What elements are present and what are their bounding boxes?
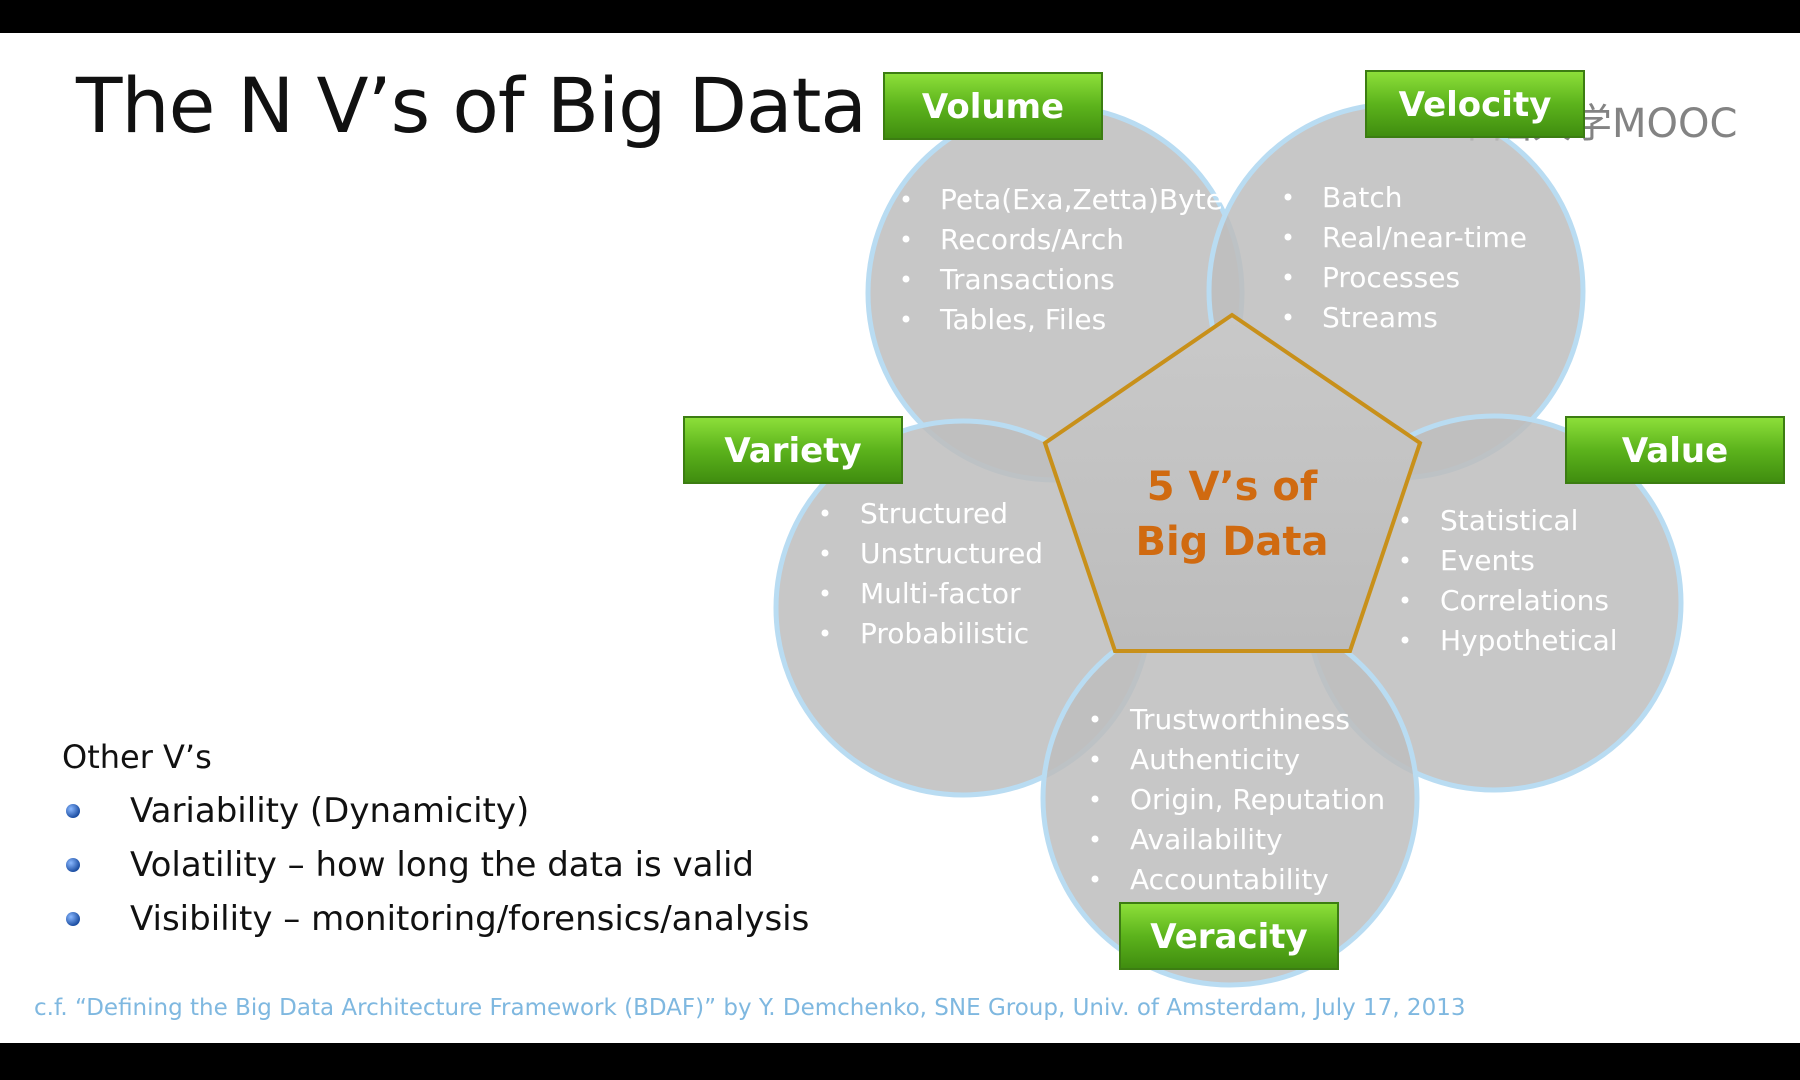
value-tag-box xyxy=(1565,416,1785,484)
slide-title: The N V’s of Big Data xyxy=(76,61,867,150)
value-item: Statistical xyxy=(1440,504,1578,537)
volume-tag-label: Volume xyxy=(922,87,1064,127)
other-v-text: Visibility – monitoring/forensics/analys… xyxy=(130,899,810,939)
volume-tag: Volume xyxy=(883,72,1103,140)
bullet-icon xyxy=(66,912,80,926)
velocity-tag-label: Velocity xyxy=(1399,85,1552,125)
list-bullet xyxy=(1091,875,1099,883)
list-bullet xyxy=(821,509,829,517)
list-bullet xyxy=(821,549,829,557)
citation: c.f. “Defining the Big Data Architecture… xyxy=(34,995,1466,1021)
list-bullet xyxy=(1284,233,1292,241)
variety-tag: Variety xyxy=(683,416,903,484)
variety-item: Unstructured xyxy=(860,537,1043,570)
variety-item: Structured xyxy=(860,497,1008,530)
list-bullet xyxy=(1401,636,1409,644)
veracity-item: Accountability xyxy=(1130,863,1329,896)
five-vs-diagram: 5 V’s of Big Data Peta(Exa,Zetta)Byte Re… xyxy=(683,70,1785,988)
volume-tag-box xyxy=(883,72,1103,140)
veracity-item: Authenticity xyxy=(1130,743,1300,776)
list-bullet xyxy=(902,195,910,203)
list-bullet xyxy=(1284,313,1292,321)
volume-item: Tables, Files xyxy=(939,303,1106,336)
list-bullet xyxy=(1091,835,1099,843)
center-pentagon xyxy=(1042,312,1423,653)
list-bullet xyxy=(1401,596,1409,604)
list-bullet xyxy=(1401,516,1409,524)
bullet-icon xyxy=(66,804,80,818)
list-bullet xyxy=(821,629,829,637)
other-vs-heading: Other V’s xyxy=(62,738,212,776)
volume-list: Peta(Exa,Zetta)Byte Records/Arch Transac… xyxy=(902,183,1223,336)
other-v-text: Variability (Dynamicity) xyxy=(130,791,530,831)
value-list: Statistical Events Correlations Hypothet… xyxy=(1401,504,1618,657)
list-bullet xyxy=(1401,556,1409,564)
value-item: Events xyxy=(1440,544,1535,577)
variety-tag-label: Variety xyxy=(724,431,861,471)
volume-item: Records/Arch xyxy=(940,223,1124,256)
list-bullet xyxy=(902,275,910,283)
value-tag-label: Value xyxy=(1622,431,1728,471)
value-tag: Value xyxy=(1565,416,1785,484)
list-bullet xyxy=(902,315,910,323)
velocity-list: Batch Real/near-time Processes Streams xyxy=(1284,181,1527,334)
value-item: Correlations xyxy=(1440,584,1609,617)
bullet-icon xyxy=(66,858,80,872)
slide: The N V’s of Big Data 中国大学MOOC 5 V’s of … xyxy=(0,33,1800,1043)
list-bullet xyxy=(821,589,829,597)
velocity-item: Streams xyxy=(1322,301,1438,334)
veracity-tag-box xyxy=(1119,902,1339,970)
list-bullet xyxy=(1284,273,1292,281)
velocity-item: Processes xyxy=(1322,261,1460,294)
list-bullet xyxy=(902,235,910,243)
veracity-item: Availability xyxy=(1130,823,1283,856)
velocity-item: Batch xyxy=(1322,181,1403,214)
velocity-item: Real/near-time xyxy=(1322,221,1527,254)
velocity-tag: Velocity xyxy=(1365,70,1585,138)
veracity-tag: Veracity xyxy=(1119,902,1339,970)
list-bullet xyxy=(1091,755,1099,763)
variety-list: Structured Unstructured Multi-factor Pro… xyxy=(821,497,1043,650)
list-bullet xyxy=(1091,715,1099,723)
other-v-text: Volatility – how long the data is valid xyxy=(130,845,754,885)
list-bullet xyxy=(1091,795,1099,803)
center-title-line1: 5 V’s of xyxy=(1147,464,1318,510)
veracity-tag-label: Veracity xyxy=(1150,917,1307,957)
velocity-tag-box xyxy=(1365,70,1585,138)
value-item: Hypothetical xyxy=(1440,624,1618,657)
variety-tag-box xyxy=(683,416,903,484)
veracity-item: Origin, Reputation xyxy=(1130,783,1385,816)
center-title-line2: Big Data xyxy=(1135,519,1328,565)
volume-item: Peta(Exa,Zetta)Byte xyxy=(940,183,1223,216)
variety-item: Probabilistic xyxy=(860,617,1029,650)
veracity-item: Trustworthiness xyxy=(1129,703,1350,736)
volume-item: Transactions xyxy=(939,263,1115,296)
veracity-list: Trustworthiness Authenticity Origin, Rep… xyxy=(1091,703,1385,896)
list-bullet xyxy=(1284,193,1292,201)
variety-item: Multi-factor xyxy=(860,577,1021,610)
